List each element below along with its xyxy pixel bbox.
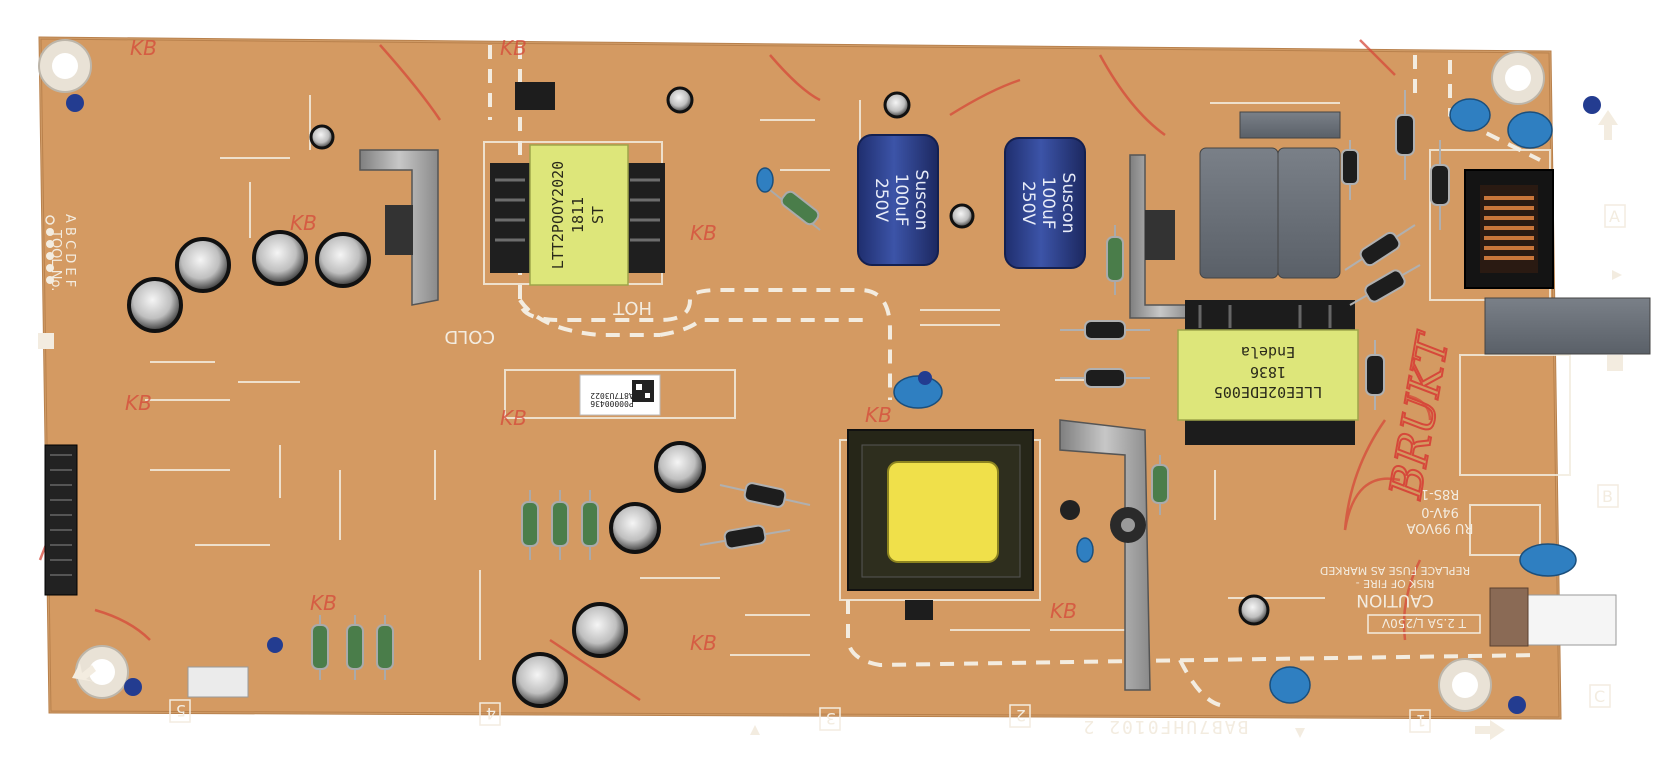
heatsink [359,149,1191,691]
svg-text:100uF: 100uF [1038,176,1058,229]
svg-text:KB: KB [690,631,717,655]
y-capacitor [66,94,1601,714]
triangle-marker [38,270,1623,738]
svg-text:3: 3 [826,709,836,728]
svg-text:A8T7U3022: A8T7U3022 [590,391,634,400]
svg-text:COLD: COLD [444,326,495,347]
svg-text:RISK OF FIRE -: RISK OF FIRE - [1356,577,1435,590]
svg-text:KB: KB [865,403,892,427]
mounting-hole-icon [38,39,1545,712]
small-capacitor [127,86,1270,708]
svg-text:KB: KB [500,36,527,60]
svg-text:T 2.5A L/250V: T 2.5A L/250V [1381,616,1467,630]
svg-text:250V: 250V [871,178,891,222]
svg-text:KB: KB [500,406,527,430]
svg-text:RU 99VOA: RU 99VOA [1407,520,1474,535]
svg-text:250V: 250V [1018,181,1038,225]
svg-text:KB: KB [690,221,717,245]
kb-mark: KB KB KB KB KB KB KB KB KB KB [125,36,1077,655]
svg-text:4: 4 [486,704,496,723]
arrow-icon [72,110,1618,740]
svg-text:CAUTION: CAUTION [1356,590,1433,610]
lower-transformer [847,429,1034,591]
svg-text:P00000436: P00000436 [590,399,634,408]
main-transformer: LTT2POOY2020 1811 ST [490,144,665,286]
svg-text:R8S-1: R8S-1 [1421,486,1460,501]
bulk-capacitor-left: Suscon 100uF 250V [857,134,939,266]
hot-cold-labels: HOT COLD [444,297,652,347]
bulk-capacitor-right: Suscon 100uF 250V [1004,137,1086,269]
svg-text:KB: KB [310,591,337,615]
connector [44,82,1617,698]
svg-text:B: B [1602,487,1613,506]
svg-text:Suscon: Suscon [911,170,931,231]
svg-text:1836: 1836 [1250,363,1286,381]
svg-text:1: 1 [1416,711,1426,730]
svg-text:KB: KB [130,36,157,60]
svg-text:LTT2POOY2020: LTT2POOY2020 [549,161,567,269]
svg-text:2: 2 [1016,706,1026,725]
certification-marks: R8S-1 94V-0 RU 99VOA [1407,486,1474,535]
caution-block: CAUTION RISK OF FIRE - REPLACE FUSE AS M… [1320,564,1481,634]
resistor [311,189,1169,680]
svg-text:A B C D E F: A B C D E F [62,214,77,287]
svg-text:LLEE02EDE005: LLEE02EDE005 [1214,383,1322,401]
svg-text:94V-0: 94V-0 [1421,504,1459,519]
svg-text:ST: ST [589,206,607,224]
svg-text:100uF: 100uF [891,173,911,226]
svg-text:C: C [1594,687,1605,706]
tool-no-marking: TOOL No. A B C D E F [45,214,77,291]
filter-capacitor [1199,111,1651,355]
svg-text:Endela: Endela [1241,343,1295,361]
svg-text:KB: KB [125,391,152,415]
pfc-transformer: LLEE02EDE005 1836 Endela [1177,300,1359,445]
svg-text:KB: KB [290,211,317,235]
serial-sticker: A8T7U3022 P00000436 [579,374,661,416]
svg-text:HOT: HOT [612,297,652,318]
section-markers: A B C 1 2 3 4 5 [169,204,1626,733]
common-mode-choke [1464,169,1554,289]
svg-text:KB: KB [1050,599,1077,623]
diode [699,90,1450,550]
board-part-number: BAB7UHF0102 2 [1082,716,1249,737]
svg-text:BAB7UHF0102 2: BAB7UHF0102 2 [1082,716,1249,737]
svg-text:A: A [1609,207,1620,226]
svg-text:1811: 1811 [569,197,587,233]
svg-text:Suscon: Suscon [1058,173,1078,234]
svg-text:5: 5 [176,701,186,720]
svg-text:REPLACE FUSE AS MARKED: REPLACE FUSE AS MARKED [1320,564,1470,577]
